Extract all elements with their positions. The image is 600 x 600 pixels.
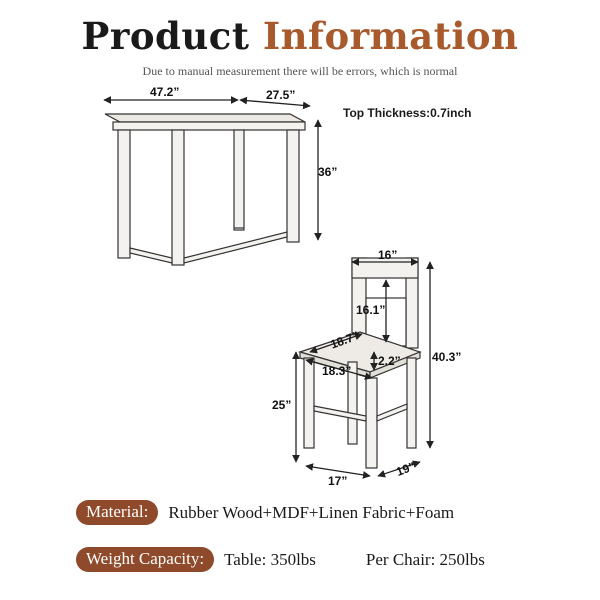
table-length-label: 47.2”: [150, 85, 180, 99]
weight-capacity-badge: Weight Capacity:: [76, 547, 215, 572]
chair-seat-thickness-label: 2.2”: [378, 354, 401, 368]
chair-seat-width-label: 18.3”: [322, 364, 352, 378]
chair-dimension-lines: [292, 258, 434, 479]
material-badge: Material:: [76, 500, 159, 525]
material-row: Material: Rubber Wood+MDF+Linen Fabric+F…: [76, 500, 454, 525]
chair-back-height-label: 16.1”: [356, 303, 386, 317]
table-illustration: [104, 113, 306, 266]
table-width-label: 27.5”: [266, 88, 296, 102]
table-dimension-lines: [103, 96, 322, 241]
page-title: Product Information: [0, 14, 600, 58]
page-subtitle: Due to manual measurement there will be …: [142, 64, 458, 78]
chair-seat-height-label: 25”: [272, 398, 292, 412]
title-word-product: Product: [81, 14, 250, 58]
chair-total-height-label: 40.3”: [432, 350, 462, 364]
table-top-thickness: Top Thickness:0.7inch: [343, 106, 472, 120]
table-height-label: 36”: [318, 165, 338, 179]
weight-chair-value: Per Chair: 250lbs: [365, 549, 485, 569]
weight-capacity-row: Weight Capacity: Table: 350lbs Per Chair…: [76, 547, 485, 572]
chair-top-width-label: 16”: [378, 248, 398, 262]
chair-base-width-label: 17”: [328, 474, 348, 488]
material-value: Rubber Wood+MDF+Linen Fabric+Foam: [168, 502, 455, 522]
weight-table-value: Table: 350lbs: [224, 549, 316, 569]
title-word-information: Information: [262, 14, 519, 58]
